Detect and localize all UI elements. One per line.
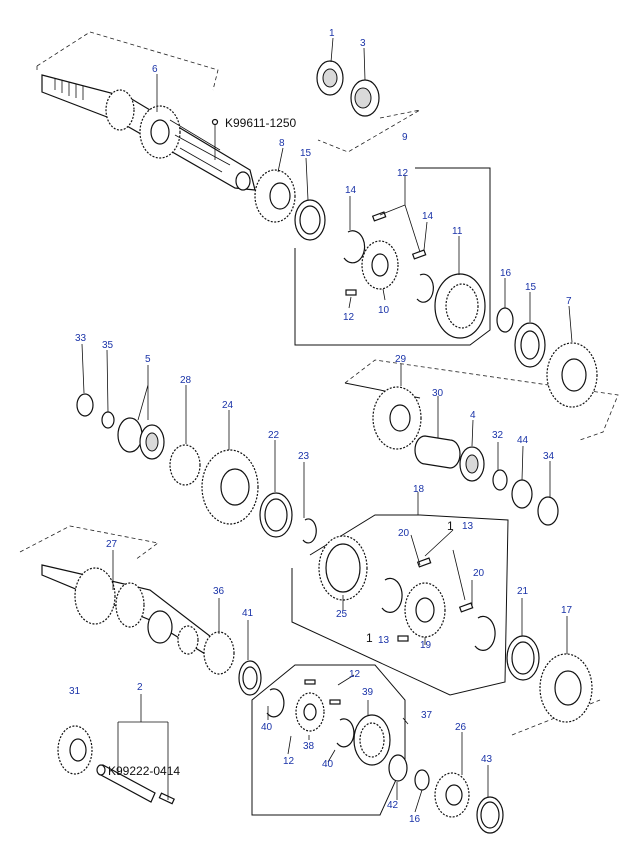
callout-31: 31 <box>69 686 81 697</box>
callout-42: 42 <box>387 800 399 811</box>
pin <box>158 792 175 805</box>
snap-ring-40b <box>336 718 355 748</box>
bushing-30 <box>414 435 461 469</box>
gear-36 <box>203 631 235 675</box>
washer-34 <box>537 496 559 526</box>
callout-11: 11 <box>452 226 463 237</box>
snap-ring-20b <box>474 615 496 651</box>
callout-30: 30 <box>432 388 444 399</box>
callout-28: 28 <box>180 375 192 386</box>
ring-35 <box>101 411 115 429</box>
callout-44: 44 <box>517 435 529 446</box>
callout-26: 26 <box>455 722 467 733</box>
callout-18: 18 <box>413 484 425 495</box>
callout-8: 8 <box>279 138 285 149</box>
callout-27: 27 <box>106 539 118 550</box>
callout-6: 6 <box>152 64 158 75</box>
kit-mark-upper: 1 <box>447 519 454 533</box>
callout-20: 20 <box>398 528 410 539</box>
callout-23: 23 <box>298 451 310 462</box>
callout-33: 33 <box>75 333 87 344</box>
bearing-3 <box>350 79 380 117</box>
callout-17: 17 <box>561 605 573 616</box>
snap-ring-14b <box>416 273 434 303</box>
callout-24: 24 <box>222 400 234 411</box>
callout-7: 7 <box>566 296 572 307</box>
callout-14: 14 <box>345 185 357 196</box>
kit-mark-lower-13: 13 <box>378 635 390 646</box>
ring-16-bottom <box>414 769 430 791</box>
bearing-1 <box>316 60 344 96</box>
callout-21: 21 <box>517 586 529 597</box>
callout-12c: 12 <box>349 669 361 680</box>
callout-34: 34 <box>543 451 555 462</box>
snap-23 <box>302 518 317 544</box>
bracket-29 <box>344 359 619 441</box>
snap-ring-40 <box>266 688 285 718</box>
callout-40b: 40 <box>322 759 334 770</box>
callout-29: 29 <box>395 354 407 365</box>
counter-shaft-27 <box>41 564 216 662</box>
callout-14b: 14 <box>422 211 434 222</box>
part-number-pin: K99222-0414 <box>108 764 180 778</box>
ring-32 <box>492 469 508 491</box>
callout-labels: 1 3 6 9 8 15 12 14 14 11 10 12 16 15 7 3… <box>69 28 573 825</box>
washer-33 <box>76 393 94 417</box>
bracket-9 <box>317 109 421 153</box>
bracket-6 <box>36 31 219 91</box>
callout-38: 38 <box>303 741 315 752</box>
part-number-shaft-bolt: K99611-1250 <box>225 116 297 130</box>
callout-4: 4 <box>470 410 476 421</box>
frame-group-12-top <box>294 167 491 346</box>
callout-43: 43 <box>481 754 493 765</box>
callout-9: 9 <box>402 132 408 143</box>
callout-2: 2 <box>137 682 143 693</box>
frame-group-37 <box>251 664 406 816</box>
callout-36: 36 <box>213 586 225 597</box>
callout-41: 41 <box>242 608 254 619</box>
callout-16: 16 <box>500 268 512 279</box>
bearing-5 <box>117 417 165 460</box>
callout-1: 1 <box>329 28 335 39</box>
callout-12d: 12 <box>283 756 295 767</box>
ring-16 <box>496 307 514 333</box>
bracket-27 <box>19 525 159 561</box>
snap-ring-14 <box>343 230 366 264</box>
callout-13: 13 <box>462 521 474 532</box>
frame-group-18 <box>291 514 509 696</box>
callout-40: 40 <box>261 722 273 733</box>
callout-10: 10 <box>378 305 390 316</box>
bearing-28 <box>169 444 201 486</box>
callout-12: 12 <box>397 168 409 179</box>
callout-3: 3 <box>360 38 366 49</box>
callout-12b: 12 <box>343 312 355 323</box>
callout-39: 39 <box>362 687 374 698</box>
callout-32: 32 <box>492 430 504 441</box>
callout-5: 5 <box>145 354 151 365</box>
kit-mark-lower: 1 <box>366 631 373 645</box>
callout-20b: 20 <box>473 568 485 579</box>
washer-42 <box>388 754 408 782</box>
callout-35: 35 <box>102 340 114 351</box>
callout-19: 19 <box>420 640 432 651</box>
callout-16b: 16 <box>409 814 421 825</box>
input-shaft <box>41 74 256 191</box>
snap-ring-20 <box>381 577 403 613</box>
callout-25: 25 <box>336 609 348 620</box>
callout-37: 37 <box>421 710 433 721</box>
callout-22: 22 <box>268 430 280 441</box>
washer-44 <box>511 479 533 509</box>
callout-15: 15 <box>300 148 312 159</box>
callout-15b: 15 <box>525 282 537 293</box>
leader-lines <box>81 37 573 813</box>
